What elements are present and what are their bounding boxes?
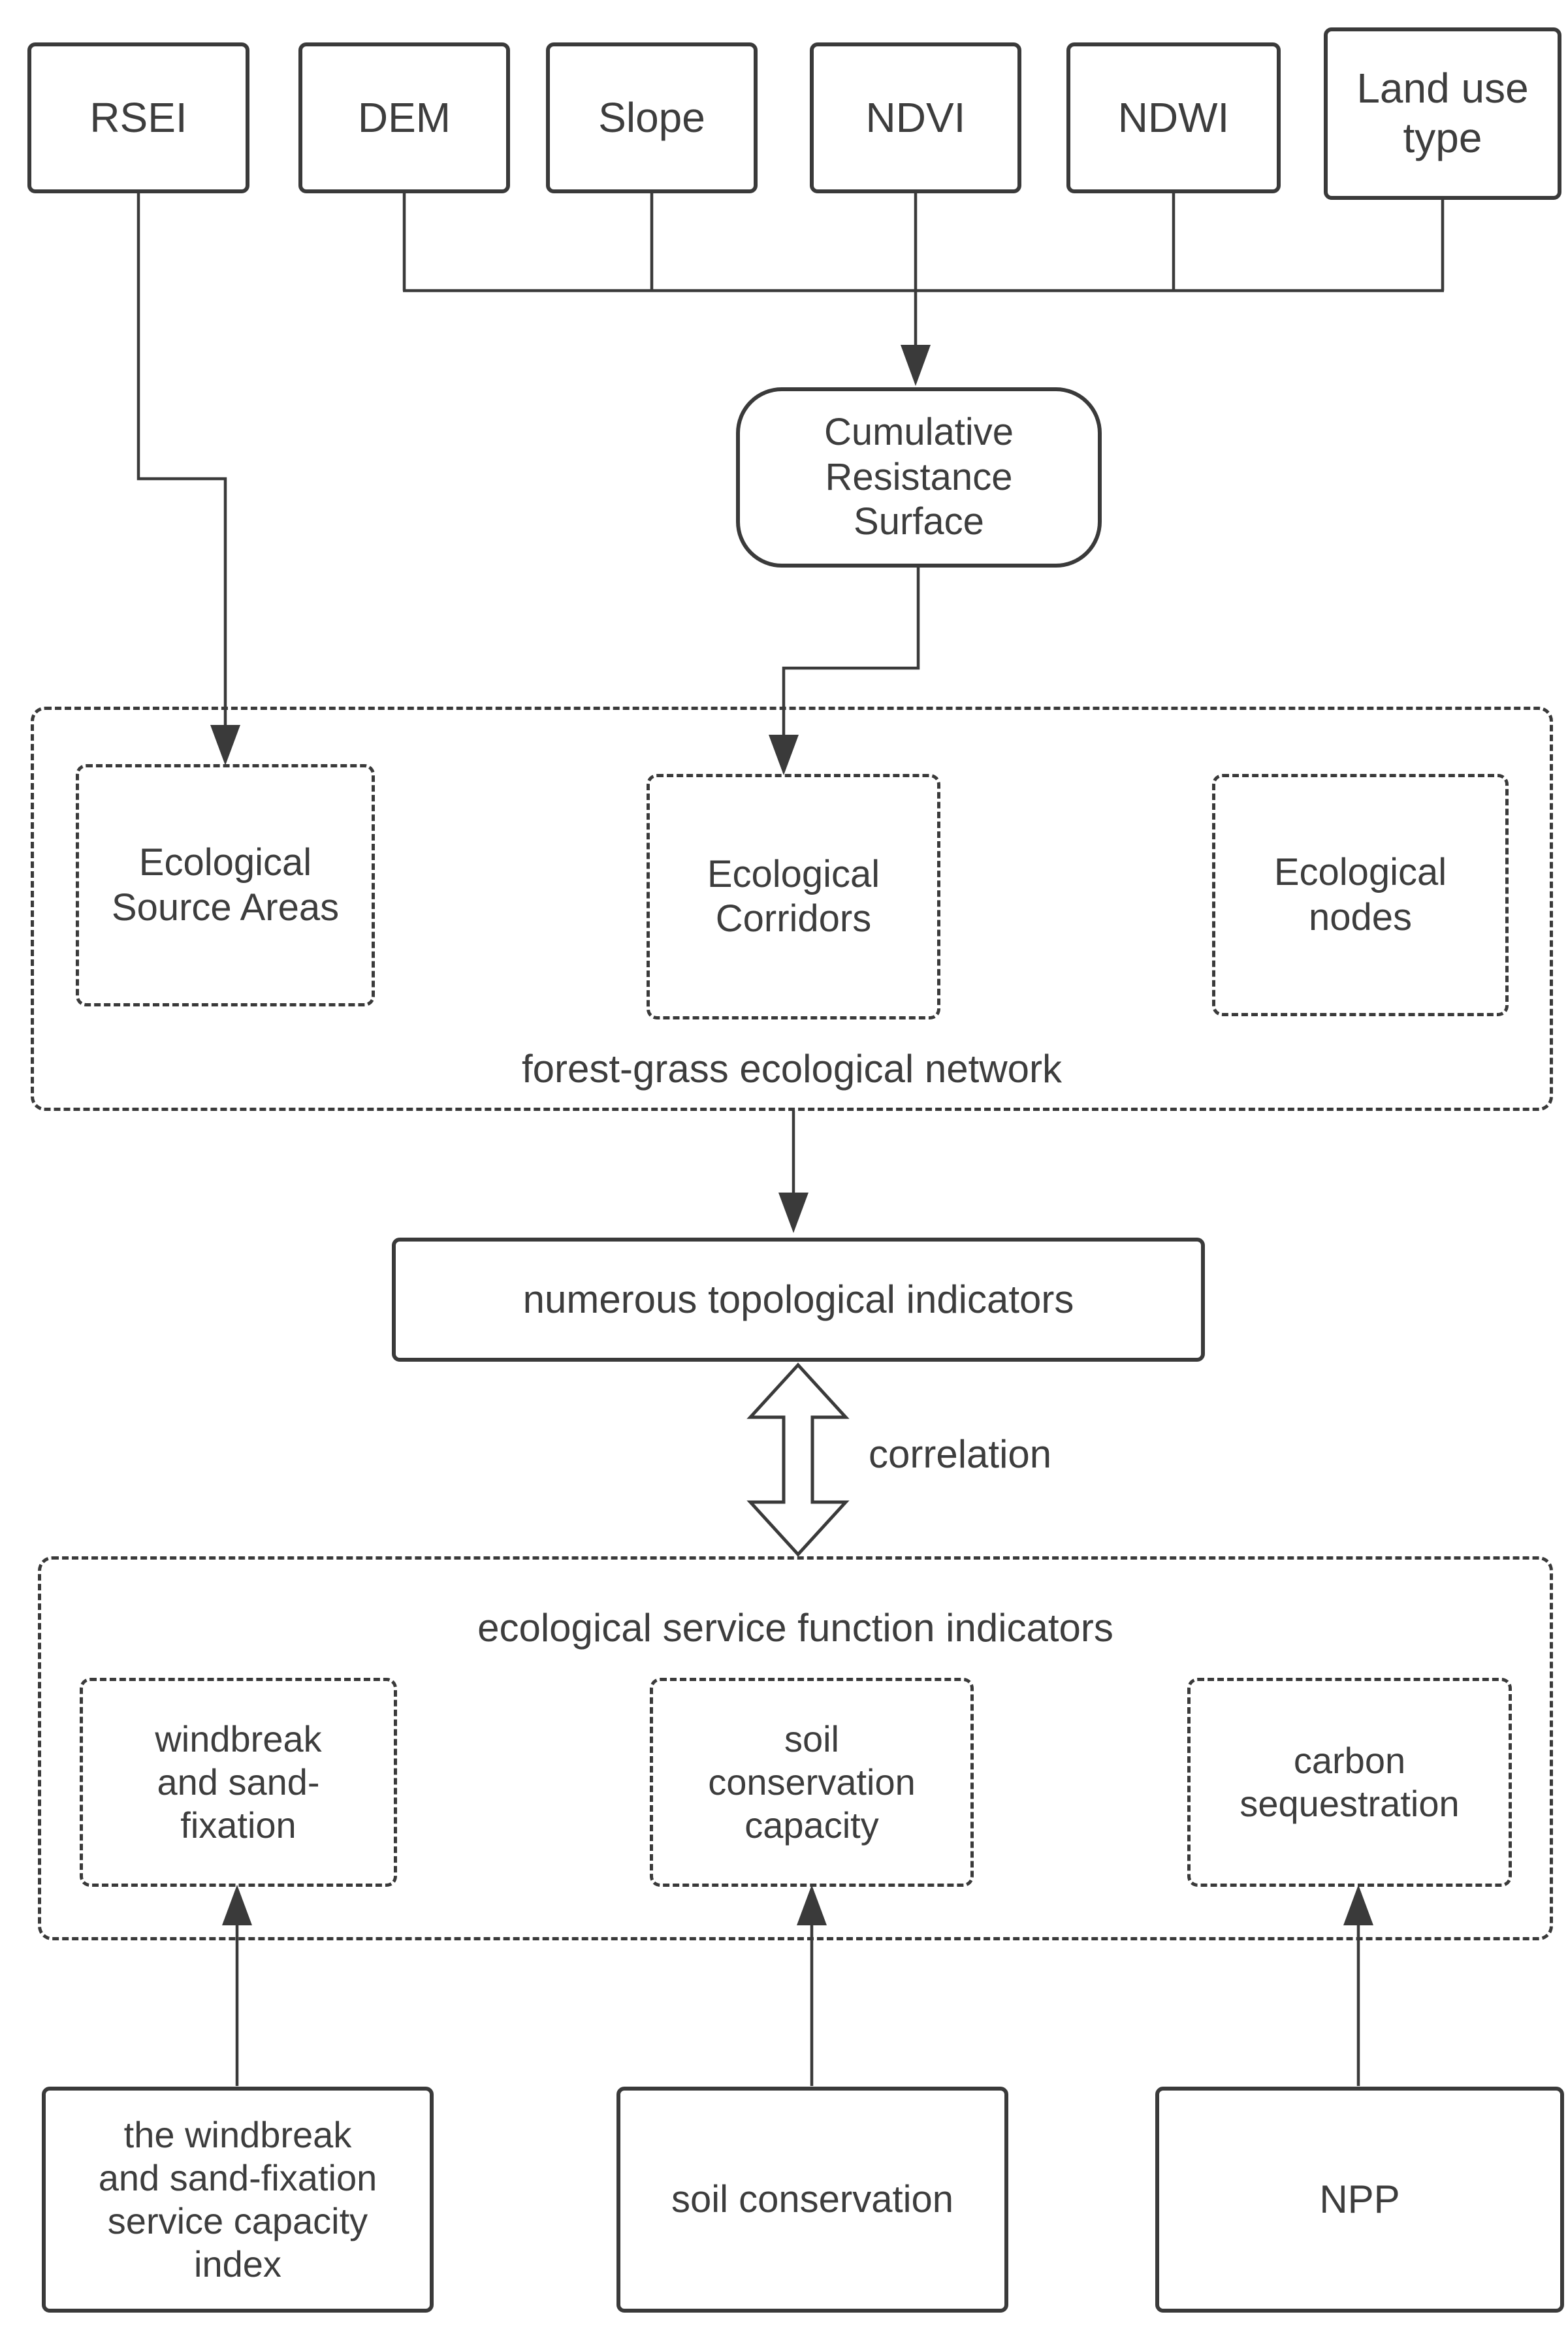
forest-grass-network-container <box>31 707 1553 1111</box>
ecological-corridors-label: Ecological Corridors <box>707 852 880 940</box>
soil-conservation-label: soil conservation <box>671 2177 953 2221</box>
arrowhead-crs <box>901 345 931 386</box>
slope-box: Slope <box>546 42 758 193</box>
service-function-label: ecological service function indicators <box>477 1606 1113 1650</box>
arrowhead-windbreak <box>222 1885 252 1925</box>
soil-conservation-capacity-label: soil conservation capacity <box>708 1718 916 1846</box>
rsei-label: RSEI <box>89 93 187 141</box>
dem-label: DEM <box>357 93 451 141</box>
land-use-type-box: Land use type <box>1324 27 1561 200</box>
cumulative-resistance-surface-box: Cumulative Resistance Surface <box>736 387 1102 568</box>
arrowhead-carbon <box>1343 1885 1373 1925</box>
forest-grass-network-label: forest-grass ecological network <box>521 1047 1063 1091</box>
ndvi-label: NDVI <box>865 93 966 141</box>
windbreak-index-box: the windbreak and sand-fixation service … <box>42 2087 434 2313</box>
soil-conservation-capacity-box: soil conservation capacity <box>650 1678 974 1887</box>
correlation-label: correlation <box>869 1432 1052 1476</box>
soil-conservation-box: soil conservation <box>616 2087 1008 2313</box>
ecological-source-areas-label: Ecological Source Areas <box>111 841 340 929</box>
windbreak-index-label: the windbreak and sand-fixation service … <box>98 2113 377 2285</box>
topological-indicators-label: numerous topological indicators <box>522 1277 1074 1321</box>
carbon-sequestration-box: carbon sequestration <box>1187 1678 1512 1887</box>
arrowhead-soil <box>797 1885 827 1925</box>
land-use-type-label: Land use type <box>1356 65 1529 161</box>
ecological-nodes-label: Ecological nodes <box>1273 851 1447 938</box>
carbon-sequestration-label: carbon sequestration <box>1240 1739 1460 1824</box>
cumulative-resistance-surface-label: Cumulative Resistance Surface <box>824 411 1014 543</box>
ecological-source-areas-box: Ecological Source Areas <box>76 764 375 1006</box>
windbreak-sand-fixation-box: windbreak and sand- fixation <box>80 1678 397 1887</box>
windbreak-sand-fixation-label: windbreak and sand- fixation <box>155 1718 322 1846</box>
ecological-corridors-box: Ecological Corridors <box>647 774 940 1019</box>
ndvi-box: NDVI <box>810 42 1021 193</box>
arrowhead-topo <box>778 1193 808 1233</box>
npp-box: NPP <box>1155 2087 1564 2313</box>
correlation-double-arrow <box>746 1362 850 1557</box>
ndwi-label: NDWI <box>1117 93 1230 141</box>
arrowhead-source-areas <box>210 725 240 765</box>
topological-indicators-box: numerous topological indicators <box>392 1238 1205 1362</box>
slope-label: Slope <box>598 93 705 141</box>
ecological-nodes-box: Ecological nodes <box>1212 774 1509 1016</box>
service-function-container <box>38 1556 1553 1940</box>
rsei-box: RSEI <box>27 42 249 193</box>
connector-rsei-to-source <box>136 193 227 728</box>
dem-box: DEM <box>298 42 510 193</box>
npp-label: NPP <box>1319 2177 1400 2221</box>
arrowhead-corridors <box>769 735 799 775</box>
connector-crs-to-corridors <box>782 568 920 738</box>
ndwi-box: NDWI <box>1066 42 1281 193</box>
